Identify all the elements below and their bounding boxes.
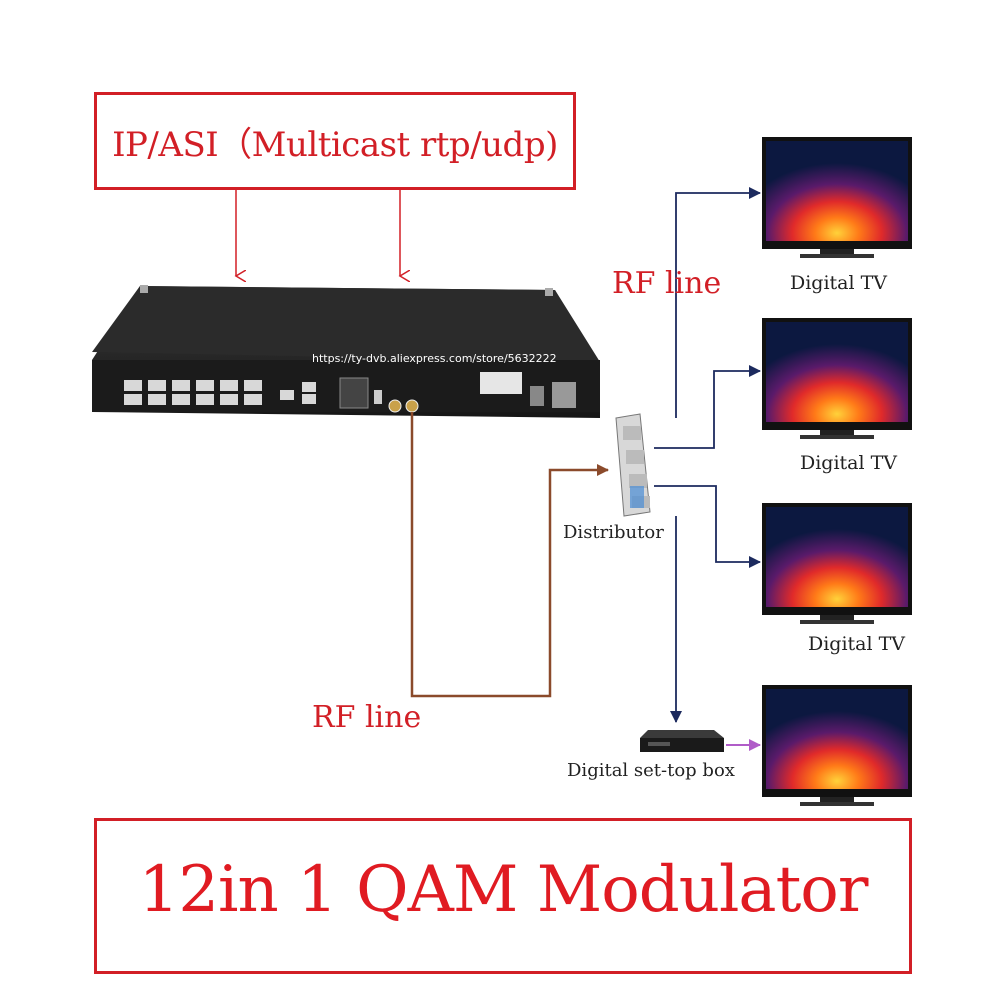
product-title: 12in 1 QAM Modulator xyxy=(138,853,869,927)
store-url: https://ty-dvb.aliexpress.com/store/5632… xyxy=(312,352,557,365)
tv-3 xyxy=(762,503,912,624)
power-switch xyxy=(530,386,544,406)
tv-output-lines xyxy=(654,187,761,723)
tv-2 xyxy=(762,318,912,439)
rf-line-label-top: RF line xyxy=(612,266,722,301)
tv-4 xyxy=(762,685,912,806)
power-socket xyxy=(552,382,576,408)
tv-1-label: Digital TV xyxy=(790,272,888,294)
device-label-sticker xyxy=(480,372,522,394)
rf-out-connector xyxy=(388,399,402,413)
input-source-title: IP/ASI（Multicast rtp/udp) xyxy=(112,125,558,165)
tv-line-2 xyxy=(654,365,761,449)
qam-modulator-device xyxy=(92,285,600,418)
tv-line-1 xyxy=(675,187,761,418)
tv-1 xyxy=(762,137,912,258)
set-top-box-label: Digital set-top box xyxy=(567,760,735,781)
tv-line-3 xyxy=(654,485,761,568)
ethernet-ports xyxy=(124,380,316,405)
rf-cable xyxy=(410,412,609,698)
usb-port xyxy=(374,390,382,404)
tv-2-label: Digital TV xyxy=(800,452,898,474)
input-source-box: IP/ASI（Multicast rtp/udp) xyxy=(94,92,576,190)
tv-3-label: Digital TV xyxy=(808,633,906,655)
rf-line-label-bottom: RF line xyxy=(312,700,422,735)
distributor-label: Distributor xyxy=(563,522,664,543)
input-arrows xyxy=(236,190,400,276)
distributor-device xyxy=(615,413,651,517)
product-title-box: 12in 1 QAM Modulator xyxy=(94,818,912,974)
sfp-port xyxy=(339,377,369,409)
set-top-box-device xyxy=(640,730,724,752)
